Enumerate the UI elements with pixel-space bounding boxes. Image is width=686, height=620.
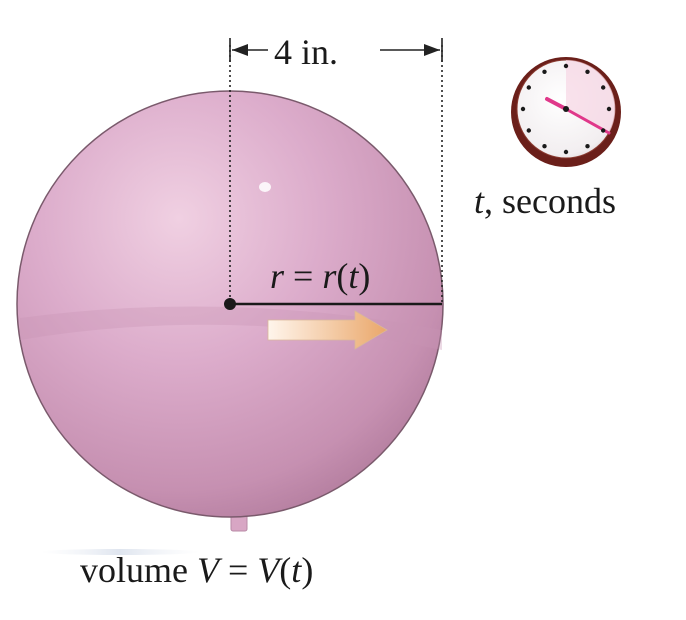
diameter-label: 4 in. bbox=[268, 34, 345, 70]
radius-eq: = bbox=[284, 256, 323, 296]
time-unit: , seconds bbox=[484, 181, 616, 221]
time-label: t, seconds bbox=[474, 183, 616, 219]
balloon-shadow bbox=[40, 549, 200, 555]
volume-close-paren: ) bbox=[301, 550, 314, 590]
volume-func: V bbox=[257, 550, 280, 590]
radius-close-paren: ) bbox=[358, 256, 371, 296]
volume-open-paren: ( bbox=[279, 550, 292, 590]
clock-icon bbox=[511, 57, 621, 167]
radius-func: r bbox=[322, 256, 337, 296]
volume-word: volume bbox=[80, 550, 197, 590]
volume-arg: t bbox=[291, 550, 302, 590]
radius-label: r = r(t) bbox=[270, 258, 370, 294]
volume-eq: = bbox=[218, 550, 258, 590]
radius-var: r bbox=[270, 256, 285, 296]
radius-open-paren: ( bbox=[336, 256, 349, 296]
volume-var: V bbox=[196, 550, 219, 590]
time-var: t bbox=[474, 181, 485, 221]
volume-label: volume V = V(t) bbox=[80, 552, 313, 588]
radius-arg: t bbox=[348, 256, 359, 296]
center-point bbox=[224, 298, 236, 310]
growth-arrow bbox=[267, 310, 388, 350]
